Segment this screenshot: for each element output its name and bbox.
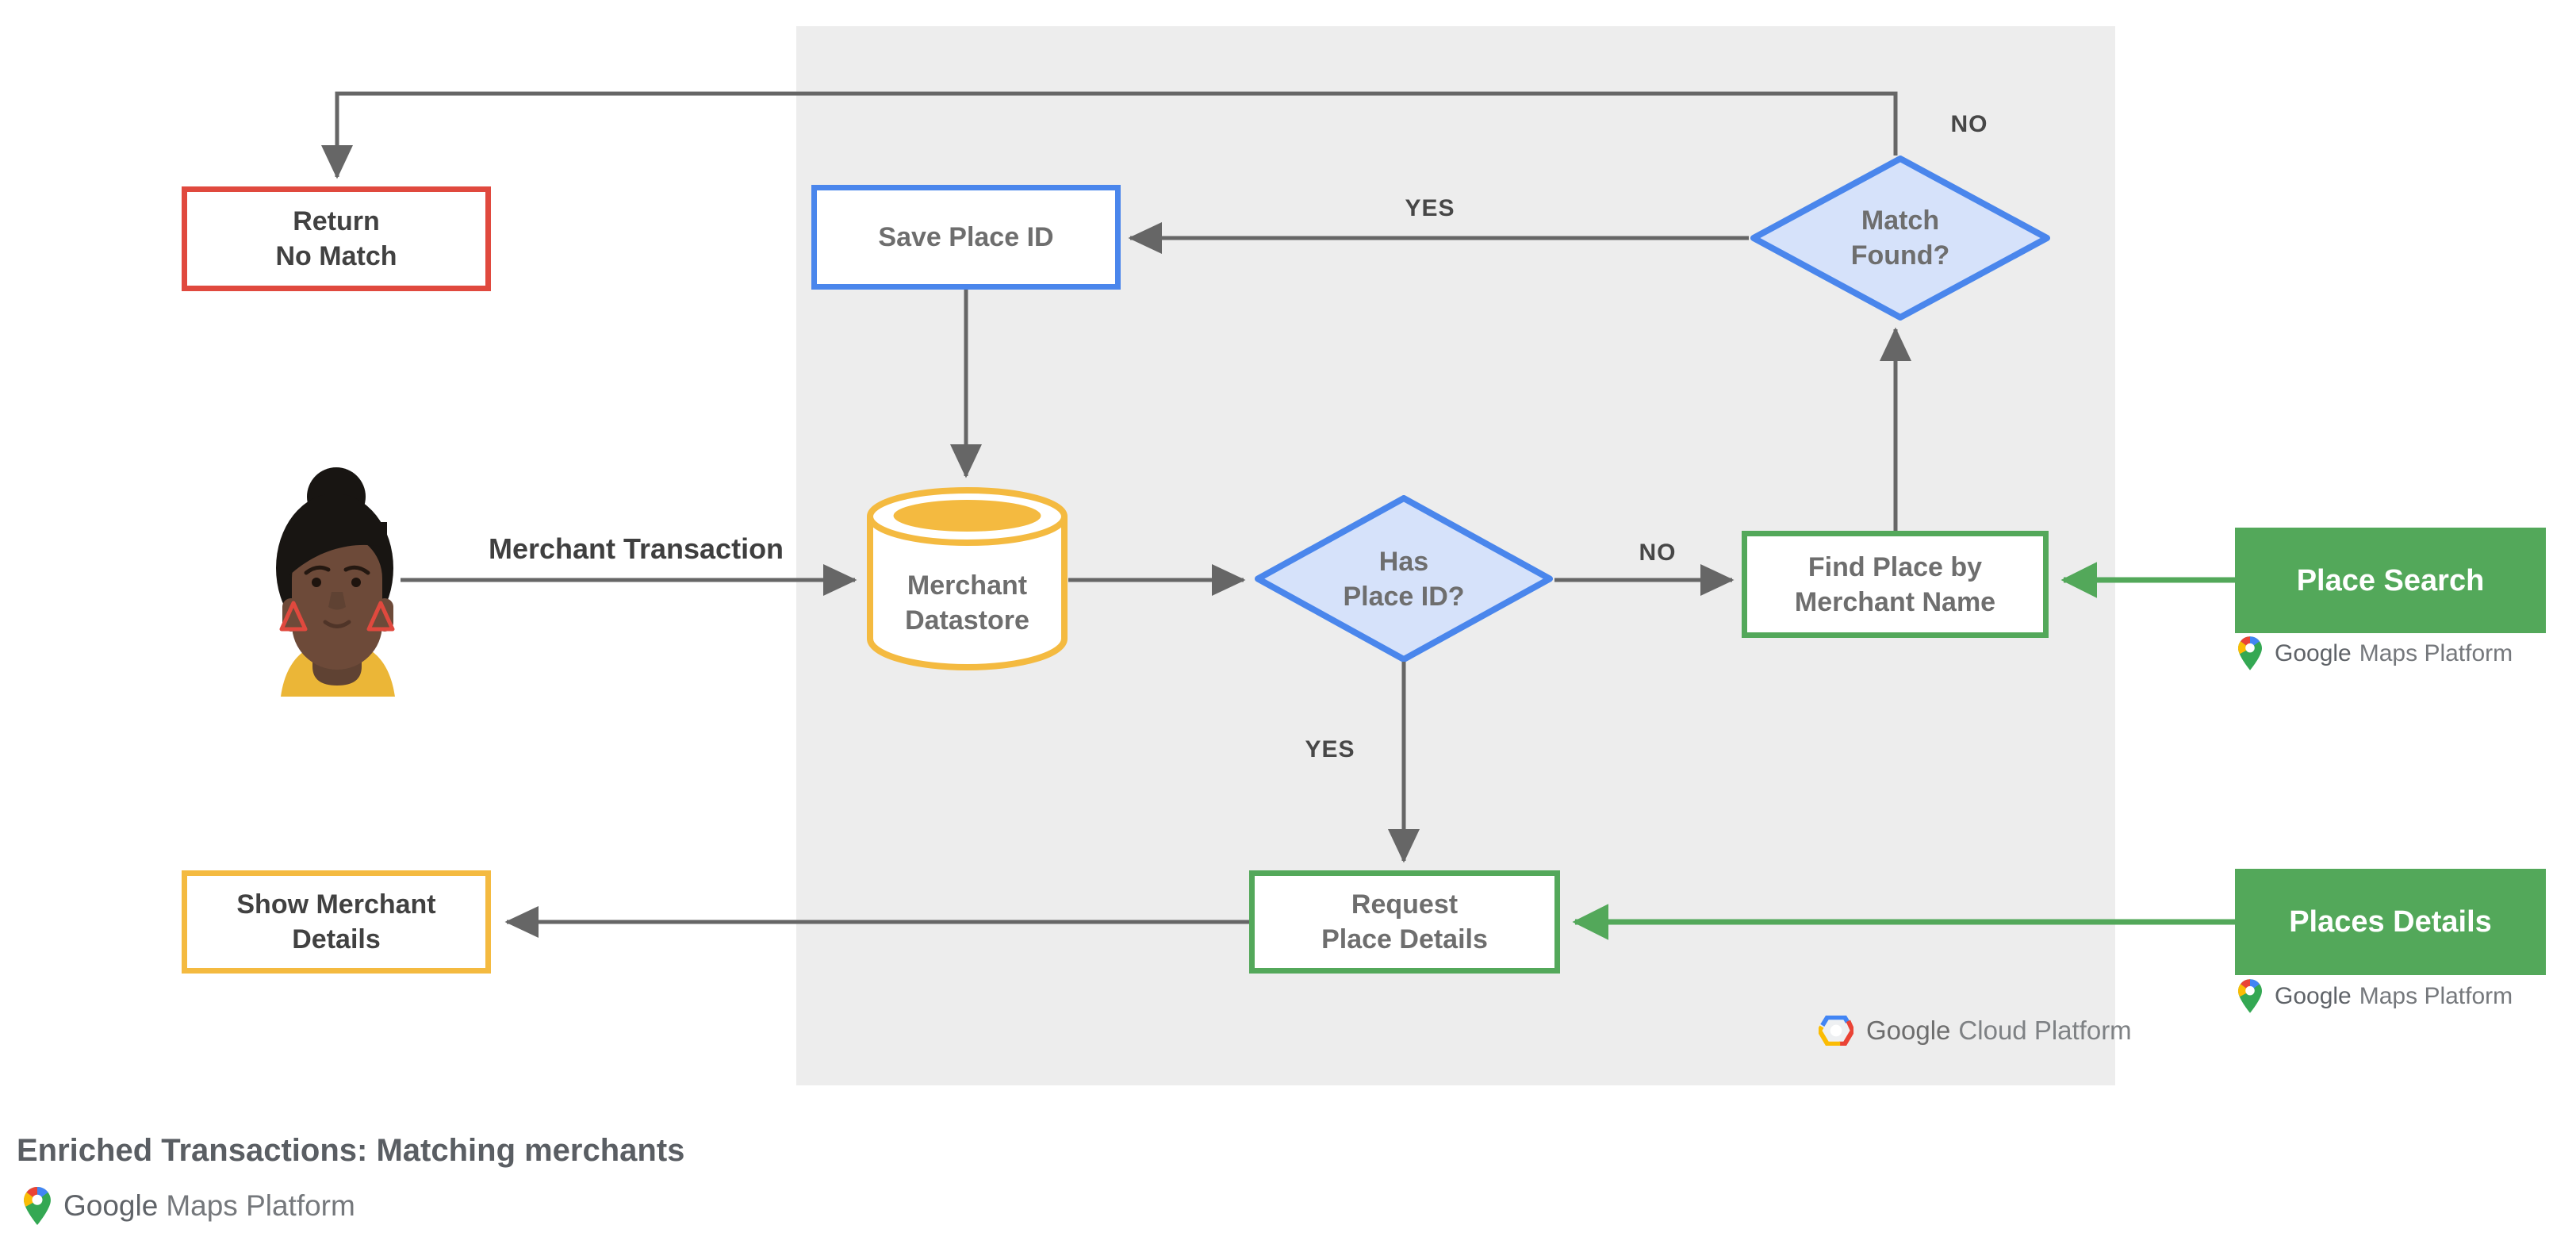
node-place-search-api: Place Search [2235, 528, 2546, 633]
node-show-merchant-details: Show Merchant Details [182, 870, 491, 974]
diamond-shape-icon [1255, 495, 1553, 662]
woman-avatar-icon [276, 467, 395, 697]
node-save-place-id: Save Place ID [811, 185, 1121, 290]
has-place-id-no-label: NO [1639, 540, 1677, 566]
gmp-logo-place-search: Google Maps Platform [2238, 636, 2513, 670]
has-place-id-yes-label: YES [1305, 736, 1355, 762]
database-cylinder-icon [867, 487, 1068, 670]
gmp-logo-google-text: Google [2275, 639, 2352, 666]
gmp-logo-places-details: Google Maps Platform [2238, 979, 2513, 1013]
diagram-title: Enriched Transactions: Matching merchant… [17, 1133, 685, 1168]
gcp-logo-google-text: Google [1866, 1016, 1951, 1045]
match-found-no-label: NO [1950, 111, 1988, 137]
gcp-logo: Google Cloud Platform [1819, 1016, 2132, 1046]
merchant-datastore-label: Merchant Datastore [905, 570, 1029, 636]
match-found-yes-label: YES [1405, 195, 1455, 221]
google-maps-pin-icon [2238, 636, 2262, 670]
node-merchant-datastore: Merchant Datastore [866, 486, 1068, 672]
node-has-place-id-decision: Has Place ID? [1253, 495, 1554, 662]
diamond-shape-icon [1750, 156, 2050, 321]
node-return-no-match: Return No Match [182, 186, 491, 291]
has-place-id-label: Has Place ID? [1343, 546, 1465, 612]
merchant-user-avatar [276, 467, 400, 701]
node-find-place-by-merchant-name: Find Place by Merchant Name [1742, 531, 2049, 638]
gmp-logo-maps-platform-text: Maps Platform [2359, 982, 2513, 1009]
google-maps-pin-icon [2238, 979, 2262, 1013]
google-maps-pin-icon [24, 1187, 51, 1225]
gmp-logo-google-text: Google [63, 1189, 159, 1222]
node-request-place-details: Request Place Details [1249, 870, 1560, 974]
node-places-details-api: Places Details [2235, 869, 2546, 975]
gcp-hexagon-icon [1819, 1016, 1853, 1046]
gmp-logo-maps-platform-text: Maps Platform [2359, 639, 2513, 666]
gmp-logo-footer: Google Maps Platform [24, 1187, 355, 1225]
merchant-transaction-label: Merchant Transaction [488, 532, 784, 565]
gcp-logo-cloud-platform-text: Cloud Platform [1958, 1016, 2132, 1045]
gmp-logo-maps-platform-text: Maps Platform [166, 1189, 355, 1222]
gmp-logo-google-text: Google [2275, 982, 2352, 1009]
node-match-found-decision: Match Found? [1749, 156, 2052, 321]
match-found-label: Match Found? [1850, 205, 1950, 271]
